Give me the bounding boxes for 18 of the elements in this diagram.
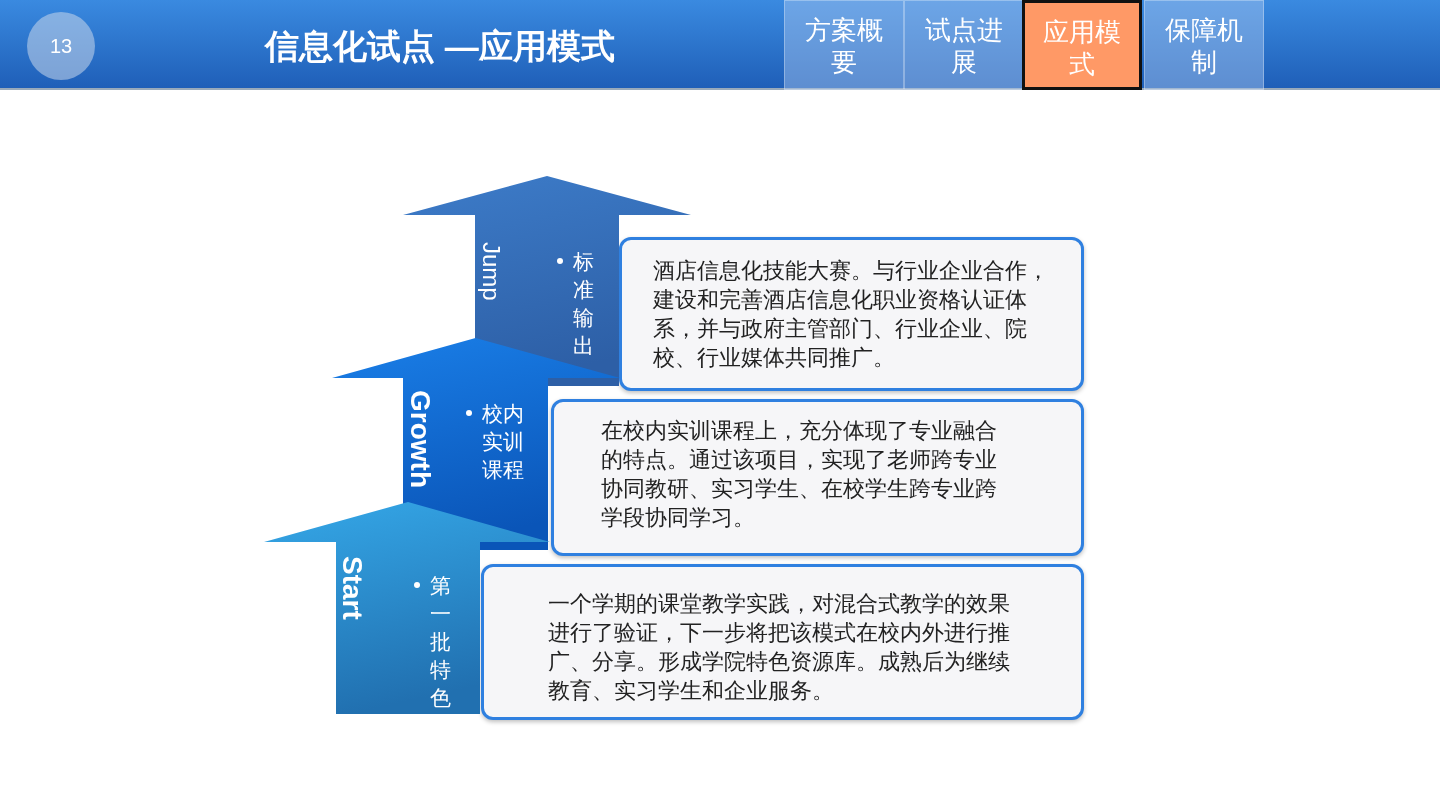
- stage-label: Growth: [404, 390, 436, 488]
- text-box: [619, 237, 1084, 391]
- slide-title: 信息化试点 —应用模式: [263, 26, 616, 67]
- nav-tab: 试点进展: [904, 0, 1024, 90]
- nav-tab: 方案概要: [784, 0, 904, 90]
- text-box: [551, 399, 1084, 556]
- stage-label: Start: [336, 556, 368, 620]
- bullet-text: 第一批特色: [430, 573, 452, 711]
- description-text: 酒店信息化技能大赛。与行业企业合作，建设和完善酒店信息化职业资格认证体系，并与政府主管部门、行业企业、院校、行业媒体共同推广。: [653, 257, 1050, 372]
- nav-tab: 保障机制: [1144, 0, 1264, 90]
- page-number: 13: [27, 12, 95, 80]
- bullet-text: 标准输出: [573, 249, 595, 359]
- stage-label: Jump: [477, 242, 505, 301]
- description-text: 一个学期的课堂教学实践，对混合式教学的效果进行了验证，下一步将把该模式在校内外进行推广、分享。形成学院特色资源库。成熟后为继续教育、实习学生和企业服务。: [548, 590, 1011, 705]
- text-box: [481, 564, 1084, 720]
- description-text: 在校内实训课程上，充分体现了专业融合的特点。通过该项目，实现了老师跨专业协同教研、实习学生、在校学生跨专业跨学段协同学习。: [601, 417, 998, 532]
- nav-tab: 应用模式: [1022, 0, 1142, 90]
- bullet-text: 校内实训课程: [482, 401, 525, 483]
